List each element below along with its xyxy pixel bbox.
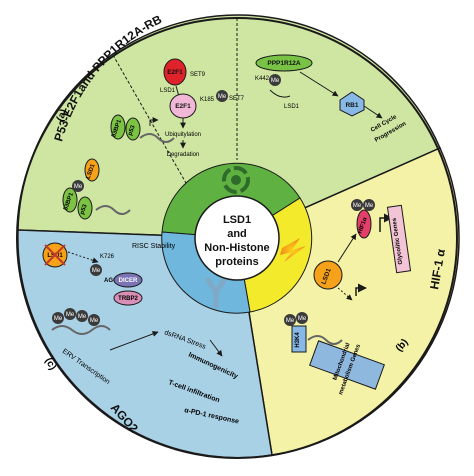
e2f1-lower: E2F1: [169, 93, 197, 119]
me-left: Me: [72, 180, 84, 192]
svg-text:p53: p53: [127, 124, 136, 136]
svg-text:RB1: RB1: [345, 102, 358, 109]
antibody-icon: [205, 277, 227, 309]
svg-text:Me: Me: [218, 94, 227, 100]
panel-a-dividers: [112, 18, 238, 191]
center-hub: LSD1 and Non-Histone proteins: [194, 195, 280, 281]
degradation-label: Degradation: [167, 152, 200, 158]
p53-top: p53: [125, 117, 141, 141]
svg-text:LSD1: LSD1: [86, 163, 97, 180]
me-b-group-2: Me Me: [284, 312, 308, 326]
glycolitic-box: Glycolitic Genes: [386, 204, 412, 274]
dicer-node: DICER: [113, 272, 143, 288]
svg-text:E2F1: E2F1: [175, 103, 191, 110]
ago2-label: AGO2: [104, 278, 122, 284]
svg-text:E2F1: E2F1: [167, 69, 183, 76]
p53bp1-low: 53BP1: [62, 187, 78, 213]
dna-top: [139, 117, 175, 143]
svg-text:Me: Me: [271, 78, 280, 84]
svg-text:Me: Me: [92, 268, 101, 274]
trbp2-node: TRBP2: [113, 290, 143, 306]
svg-text:Me: Me: [78, 314, 87, 320]
svg-text:Me: Me: [54, 316, 63, 322]
svg-text:Me: Me: [286, 318, 295, 324]
rb1-node: RB1: [339, 91, 365, 117]
center-line2: and: [227, 228, 247, 240]
svg-text:PPP1R12A: PPP1R12A: [267, 60, 301, 67]
svg-text:p53: p53: [79, 203, 88, 215]
k726-label: K726: [100, 254, 115, 260]
p53-low: p53: [77, 196, 93, 220]
ppp1r12a-node: PPP1R12A: [255, 54, 313, 72]
svg-text:Me: Me: [90, 318, 99, 324]
svg-text:DICER: DICER: [119, 278, 138, 284]
svg-text:Me: Me: [66, 312, 75, 318]
dna-b: [307, 335, 343, 345]
lsd1-c-node: LSD1: [42, 242, 68, 268]
me-b-group-1: Me Me: [351, 199, 375, 211]
me-k726: Me: [90, 264, 102, 276]
h3k4-node: H3K4: [291, 325, 307, 353]
dna-c: [51, 325, 111, 335]
lightning-icon: [280, 238, 306, 262]
panel-c-label: (c): [42, 356, 58, 372]
ubiquitylation-label: Ubiquitylation: [165, 132, 201, 138]
dna-low: [95, 205, 131, 215]
lsd1-mid-label: LSD1: [160, 88, 176, 94]
center-line3: Non-Histone: [204, 242, 269, 254]
lsd1-b-node: LSD1: [313, 260, 343, 290]
me-c-group: Me Me Me Me: [52, 308, 100, 326]
k442-label: K442: [255, 76, 270, 82]
recycle-icon: [222, 166, 250, 194]
svg-text:Me: Me: [365, 203, 374, 209]
center-line1: LSD1: [223, 214, 251, 226]
svg-text:Me: Me: [74, 184, 83, 190]
hif1a-node: HIF1α: [356, 209, 372, 239]
risc-stability-label: RISC Stability: [132, 243, 176, 250]
svg-text:TRBP2: TRBP2: [118, 296, 138, 302]
svg-text:Me: Me: [353, 203, 362, 209]
center-line4: proteins: [215, 256, 258, 268]
set7-label: SET7: [229, 96, 245, 102]
lsd1-left-node: LSD1: [84, 158, 100, 182]
me-k185: Me: [216, 90, 228, 102]
svg-text:H3K4: H3K4: [295, 332, 301, 348]
set9-label: SET9: [190, 72, 206, 78]
k185-label: K185: [200, 97, 215, 103]
panel-a-label: (a): [55, 108, 70, 124]
lsd1-right-label: LSD1: [284, 104, 300, 110]
me-k442: Me: [269, 74, 281, 86]
svg-text:Me: Me: [298, 316, 307, 322]
svg-text:HIF1α: HIF1α: [357, 217, 368, 235]
p53bp1-top: 53BP1: [110, 114, 126, 140]
e2f1-top: E2F1: [163, 58, 187, 86]
